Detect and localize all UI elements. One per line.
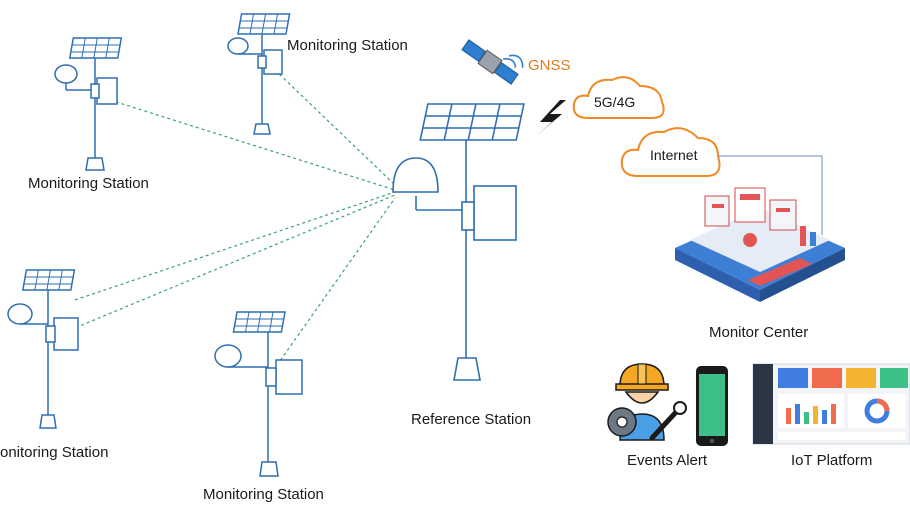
label-station-top-left: Monitoring Station [28,175,149,192]
connector-line [718,155,823,235]
link-bottom-center [269,197,396,376]
station-links [69,69,396,376]
label-station-bottom-center: Monitoring Station [203,486,324,503]
link-mid-left [74,191,396,301]
link-top-left [109,99,396,191]
label-5g-4g: 5G/4G [594,94,636,110]
label-events-alert: Events Alert [627,452,708,469]
satellite-icon [461,39,524,85]
link-top-center [274,69,396,186]
label-internet: Internet [650,147,698,163]
isometric-monitor-center-icon [675,187,845,302]
worker-gear-wrench-icon [607,363,687,441]
label-station-top-center: Monitoring Station [287,37,408,54]
dashboard-icon [752,363,910,445]
label-iot-platform: IoT Platform [791,452,873,469]
smartphone-icon [696,366,728,446]
link-mid-left-2 [69,194,396,331]
cloud-icon [572,76,665,119]
reference-station [392,103,525,381]
monitoring-station-top-center [227,13,291,135]
monitoring-station-mid-left [7,269,79,429]
label-station-bottom-left: onitoring Station [0,444,109,461]
monitoring-station-bottom-center [214,311,303,477]
monitoring-station-top-left [54,37,123,171]
label-monitor-center: Monitor Center [709,324,809,341]
label-reference-station: Reference Station [411,411,532,428]
label-gnss: GNSS [528,57,571,74]
lightning-icon [536,100,566,136]
